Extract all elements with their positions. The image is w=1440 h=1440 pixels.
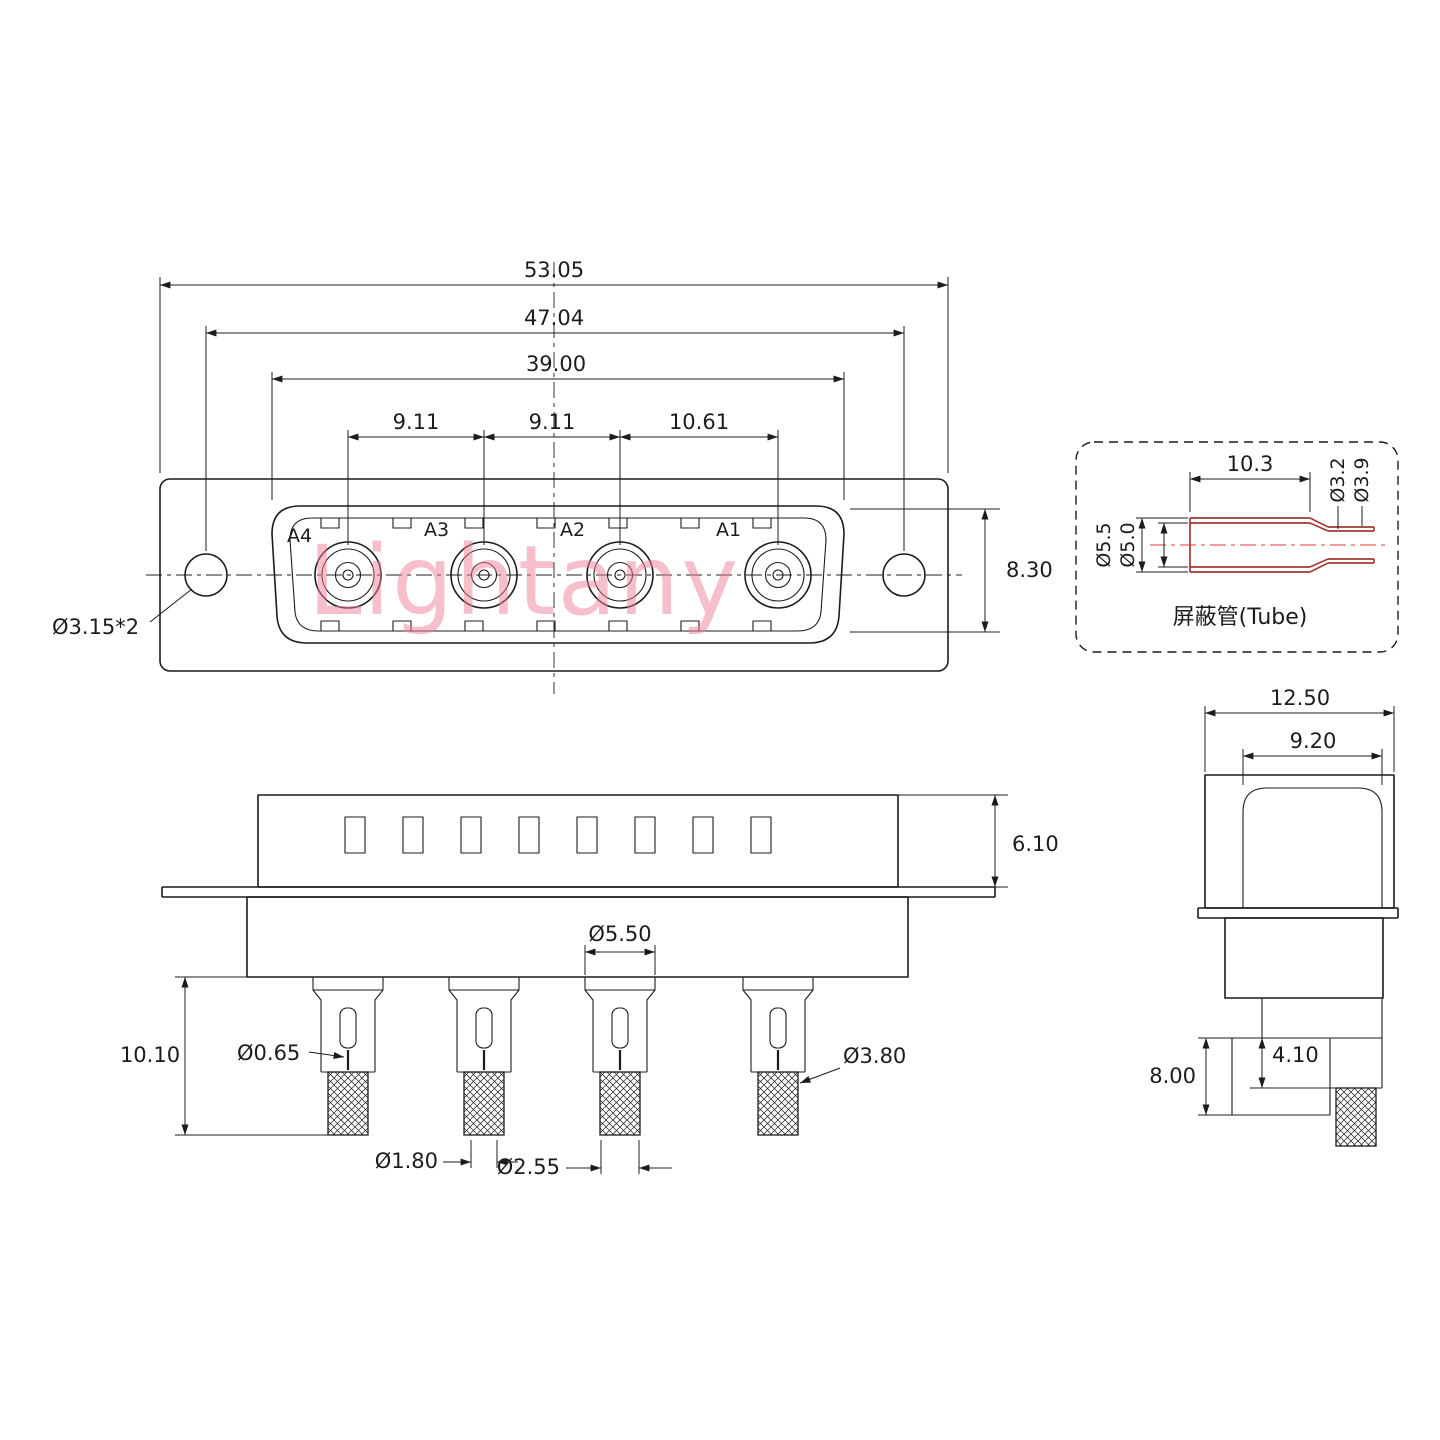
- dim-overall-width: 12.50: [1270, 686, 1330, 710]
- dim-tube-large-od: Ø5.5: [1093, 522, 1115, 567]
- dim-crimp-od: Ø3.80: [843, 1044, 906, 1068]
- dsub-shell-inner: [289, 517, 827, 632]
- coax-tail-1: [311, 975, 385, 1137]
- pin-slots: [344, 816, 772, 854]
- dsub-shell-outer: [271, 505, 845, 644]
- right-dimensions-bottom: 8.00 4.10: [1149, 1037, 1336, 1116]
- dim-tail-length: 10.10: [120, 1043, 180, 1067]
- front-dimensions: 53.05 47.04 39.00 9.11 9.11 10.61 8.30 Ø…: [52, 258, 1053, 639]
- exit-leg: [1330, 1038, 1383, 1089]
- coax-tail-4: [741, 975, 815, 1137]
- dim-body-height: 8.30: [1006, 558, 1053, 582]
- coax-tail-2: [447, 975, 521, 1137]
- dim-shell-width: 9.20: [1290, 729, 1337, 753]
- pin-label-a3: A3: [424, 519, 449, 541]
- tube-detail-border: [1075, 441, 1399, 653]
- flange-plate: [161, 886, 996, 898]
- side-view: 6.10 Ø5.50 10.10 Ø0.65 Ø3.80 Ø1.80 Ø2.55: [120, 794, 1059, 1179]
- mounting-hole-left: [184, 553, 228, 597]
- tube-view: 10.3 Ø5.5 Ø5.0 Ø3.2 Ø3.9 屏蔽管(Tube): [1075, 441, 1399, 653]
- elbow-housing: [1231, 1037, 1331, 1116]
- dim-pitch-a4-a3: 9.11: [393, 410, 440, 434]
- inner-shell: [1242, 787, 1383, 908]
- dim-leg-height: 4.10: [1272, 1043, 1319, 1067]
- pin-label-a2: A2: [560, 519, 585, 541]
- watermark: Lightany: [308, 525, 740, 637]
- dim-tube-small-id: Ø3.2: [1327, 457, 1349, 502]
- rear-body: [246, 896, 909, 978]
- mating-shell: [257, 794, 899, 888]
- rear-body-side: [1224, 917, 1384, 999]
- dim-tail-od: Ø5.50: [588, 922, 651, 946]
- dim-total-width: 53.05: [524, 258, 584, 282]
- dim-pitch-a2-a1: 10.61: [669, 410, 729, 434]
- pin-label-a1: A1: [716, 519, 741, 541]
- flange-plate-side: [1197, 907, 1399, 919]
- dim-elbow-height: 8.00: [1149, 1064, 1196, 1088]
- mounting-hole-right: [882, 553, 926, 597]
- dim-tube-large-id: Ø5.0: [1117, 522, 1139, 567]
- pin-label-a4: A4: [287, 525, 312, 547]
- dim-hole-span: 47.04: [524, 306, 584, 330]
- outer-shield: [1204, 774, 1395, 909]
- front-view: A4 A3 A2 A1 53.05 47.04 39.00 9.11 9.11 …: [52, 258, 1053, 694]
- side-dimensions: 6.10 Ø5.50 10.10 Ø0.65 Ø3.80 Ø1.80 Ø2.55: [120, 794, 1059, 1179]
- dim-pin-diameter: Ø0.65: [237, 1041, 300, 1065]
- dim-crimp-id: Ø2.55: [497, 1155, 560, 1179]
- tube-dimensions: 10.3 Ø5.5 Ø5.0 Ø3.2 Ø3.9: [1093, 452, 1373, 573]
- tube-title: 屏蔽管(Tube): [1173, 605, 1308, 630]
- dim-mount-hole: Ø3.15*2: [52, 615, 139, 639]
- dim-wire-diameter: Ø1.80: [375, 1149, 438, 1173]
- dim-shell-height: 6.10: [1012, 832, 1059, 856]
- dim-pitch-a3-a2: 9.11: [529, 410, 576, 434]
- flange-outline: [159, 478, 949, 672]
- right-dimensions-top: 12.50 9.20: [1204, 686, 1395, 785]
- crimp-barrel: [1335, 1087, 1377, 1147]
- dim-tube-small-od: Ø3.9: [1351, 457, 1373, 502]
- coax-tail-3: [583, 975, 657, 1137]
- neck-block: [1261, 997, 1383, 1039]
- dim-body-width: 39.00: [526, 352, 586, 376]
- right-side-view: 12.50 9.20 8.00 4.10: [1149, 686, 1399, 1147]
- dim-tube-length: 10.3: [1227, 452, 1274, 476]
- insulator-slots: [320, 517, 772, 632]
